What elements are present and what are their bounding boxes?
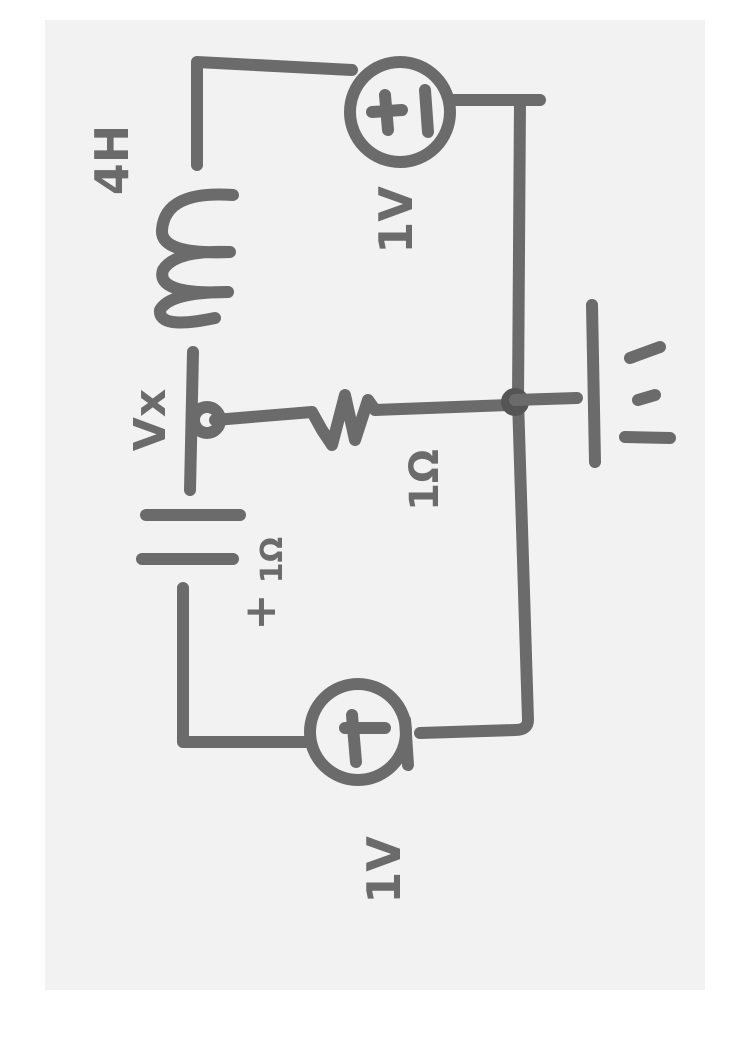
resistor-label: 1Ω	[402, 449, 448, 511]
wire-bottom-left	[177, 582, 316, 748]
source-top-label: 1V	[369, 186, 423, 254]
inductor-label: 4H	[85, 125, 139, 196]
node-vx	[188, 401, 226, 439]
inductor	[154, 188, 239, 329]
wire-top-left	[191, 56, 358, 171]
battery	[136, 509, 246, 565]
source-bottom-label: 1V	[357, 836, 411, 904]
paper	[45, 20, 705, 990]
ground-symbol	[509, 299, 676, 468]
resistor	[209, 389, 516, 451]
voltage-source-bottom	[304, 678, 414, 786]
battery-label: 1Ω	[255, 537, 290, 583]
wire-right	[414, 94, 534, 739]
voltage-source-top	[344, 56, 456, 168]
battery-polarity-label: +	[235, 594, 286, 631]
node-vx-label: Vx	[125, 389, 176, 451]
